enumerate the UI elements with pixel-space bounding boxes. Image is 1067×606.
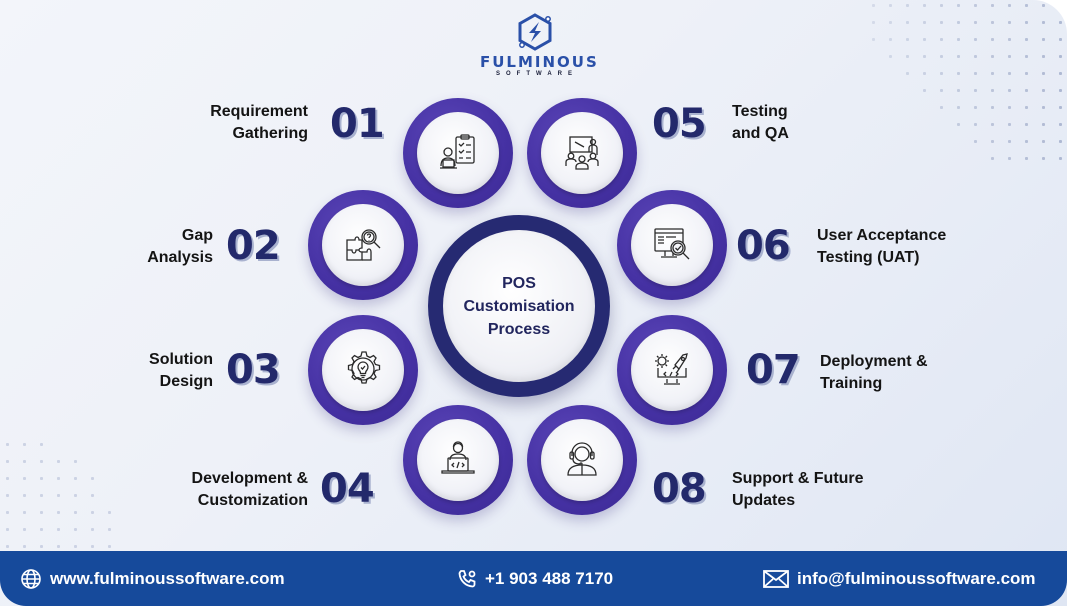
email-link[interactable]: info@fulminoussoftware.com	[797, 568, 1036, 588]
step-08-label: Support & Future Updates	[732, 470, 864, 509]
decorative-dot-grid-top-right	[870, 0, 1067, 160]
puzzle-magnifier-icon	[346, 229, 381, 261]
step-07-label: Deployment & Training	[820, 353, 928, 392]
center-hub: POS Customisation Process	[428, 215, 610, 397]
step-05-circle	[527, 98, 637, 208]
step-01-number: 01	[330, 101, 385, 147]
headset-support-agent-icon	[567, 442, 597, 476]
step-04-number: 04	[320, 466, 375, 512]
clipboard-checklist-person-icon	[440, 134, 475, 169]
contact-footer: www.fulminoussoftware.com +1 903 488 717…	[0, 551, 1067, 606]
step-07-circle	[617, 315, 727, 425]
step-03-circle	[308, 315, 418, 425]
step-08-circle	[527, 405, 637, 515]
step-05-label: Testing and QA	[732, 103, 789, 142]
envelope-icon	[763, 569, 789, 588]
monitor-gear-rocket-icon	[655, 353, 688, 385]
monitor-magnifier-check-icon	[654, 228, 690, 260]
step-01-label: Requirement Gathering	[210, 103, 308, 142]
website-link[interactable]: www.fulminoussoftware.com	[50, 568, 285, 588]
footer-email[interactable]: info@fulminoussoftware.com	[763, 551, 1036, 606]
step-07-number: 07	[746, 347, 801, 393]
step-01-circle	[403, 98, 513, 208]
step-05-number: 05	[652, 101, 707, 147]
step-03-label: Solution Design	[149, 351, 213, 390]
step-02-number: 02	[226, 223, 281, 269]
lightning-hexagon-logo-icon	[518, 13, 552, 51]
developer-laptop-code-icon	[441, 441, 475, 474]
decorative-dot-grid-bottom-left	[0, 440, 120, 550]
brand-logo: FULMINOUS SOFTWARE	[480, 12, 599, 84]
phone-icon	[458, 569, 476, 587]
gear-lightbulb-icon	[347, 351, 381, 384]
step-06-number: 06	[736, 223, 791, 269]
step-04-circle	[403, 405, 513, 515]
brand-name: FULMINOUS	[480, 53, 599, 71]
step-08-number: 08	[652, 466, 707, 512]
center-title: POS Customisation Process	[463, 274, 575, 338]
step-06-label: User Acceptance Testing (UAT)	[817, 227, 947, 266]
phone-number[interactable]: +1 903 488 7170	[485, 568, 614, 588]
step-02-circle	[308, 190, 418, 300]
footer-phone[interactable]: +1 903 488 7170	[457, 551, 613, 606]
step-03-number: 03	[226, 347, 281, 393]
globe-icon	[21, 568, 41, 589]
step-02-label: Gap Analysis	[147, 227, 213, 266]
brand-tagline: SOFTWARE	[496, 71, 578, 77]
step-04-label: Development & Customization	[191, 470, 308, 509]
step-06-circle	[617, 190, 727, 300]
footer-website[interactable]: www.fulminoussoftware.com	[20, 551, 285, 606]
presentation-team-icon	[565, 136, 599, 170]
